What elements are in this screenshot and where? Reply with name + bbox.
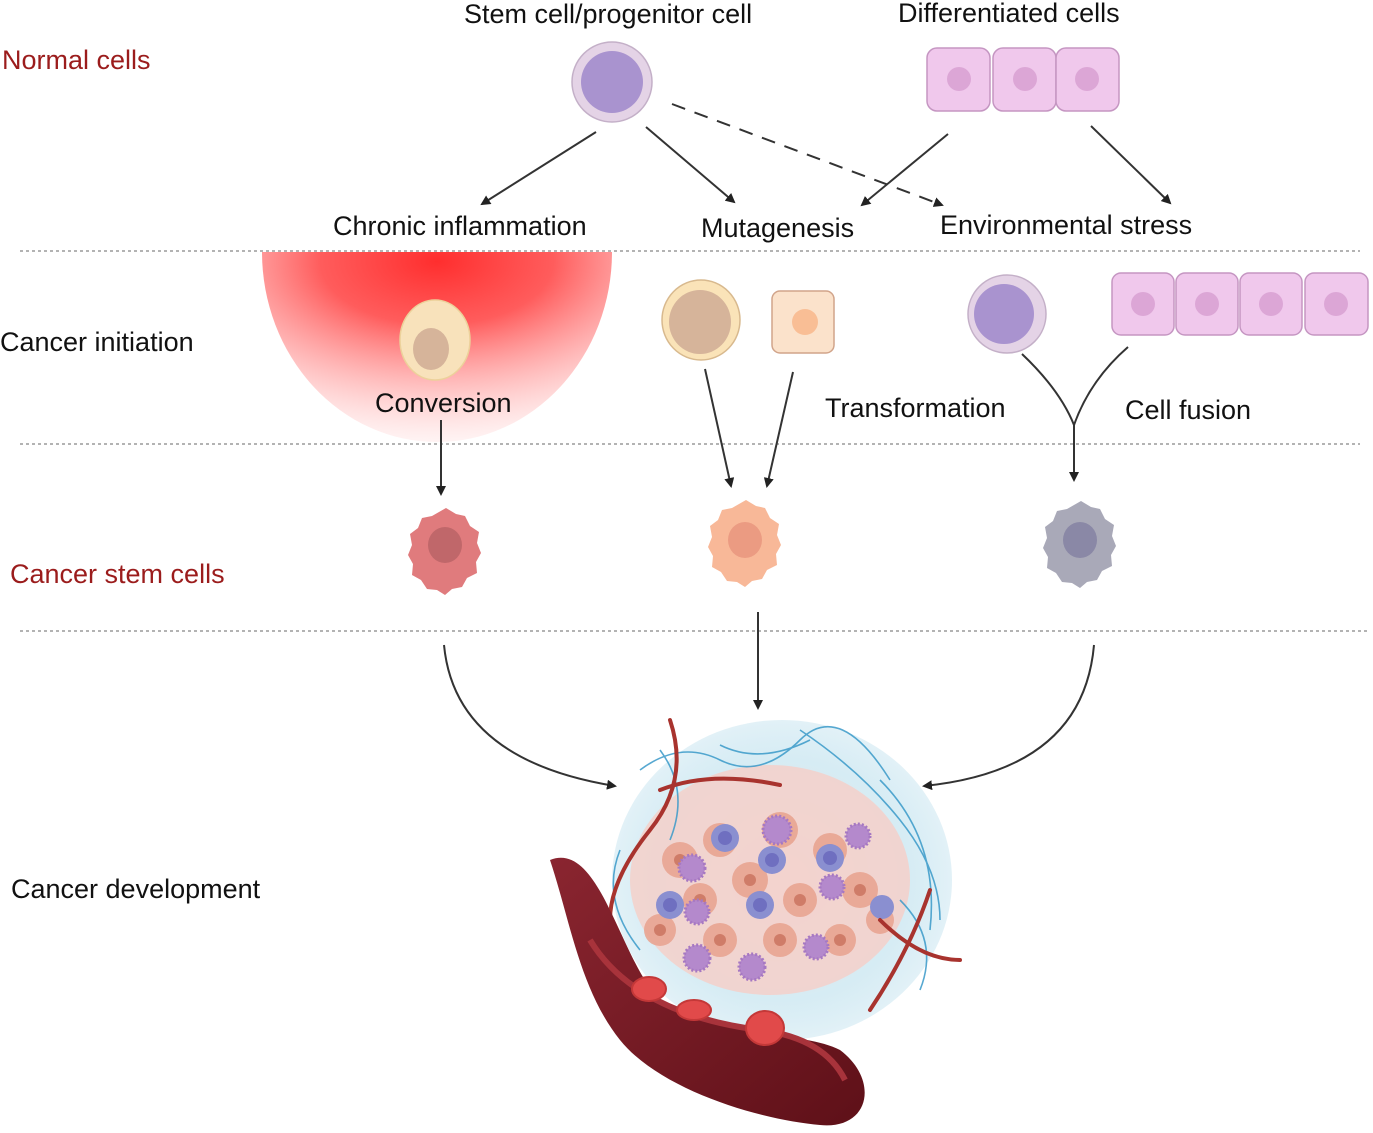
chronic-inflammation-label: Chronic inflammation [333,211,587,241]
middle-arrows [436,346,1129,496]
csc-gray-icon [1043,501,1116,588]
arrow-red-csc-to-tumor [443,644,617,790]
top-arrows [480,103,1172,207]
transformation-label: Transformation [825,393,1006,423]
differentiated-cells-icon [926,47,1120,112]
csc-red-icon [408,508,481,595]
arrow-transform-left-to-csc [704,368,735,488]
bottom-arrows [443,612,1095,791]
stage-label-cancer-initiation: Cancer initiation [0,327,194,357]
arrow-diff-to-environmental-stress [1090,125,1172,205]
stage-label-cancer-development: Cancer development [11,874,261,904]
stage-separators [20,250,1370,632]
stage-label-cancer-stem-cells: Cancer stem cells [10,559,225,589]
stage-label-normal-cells: Normal cells [2,45,151,75]
arrow-transform-right-to-csc [763,371,794,488]
arrow-diff-to-mutagenesis [860,133,949,207]
conversion-label: Conversion [375,388,512,418]
environmental-stress-label: Environmental stress [940,210,1193,240]
transformation-cells-icon [661,279,835,361]
blood-vessels-branch [608,718,962,1012]
conversion-cell-icon [399,299,471,381]
stem-cell-icon [571,41,653,123]
stem-cell-label: Stem cell/progenitor cell [464,0,753,29]
stroma-fibers [612,725,941,991]
dendritic-cells [677,814,872,982]
arrow-stem-to-mutagenesis [645,126,736,204]
fusion-arc-left [1021,353,1075,426]
immune-cells-blue [656,824,894,919]
fusion-arc-right [1073,346,1129,426]
csc-peach-icon [708,500,781,587]
blood-vessel-icon [550,857,865,1126]
cell-fusion-label: Cell fusion [1125,395,1252,425]
red-blood-cells [631,976,785,1046]
fusion-cells-icon [967,272,1369,354]
mutagenesis-label: Mutagenesis [701,213,855,243]
arrow-gray-csc-to-tumor [922,644,1095,791]
tumor-microenvironment-icon [608,718,962,1040]
arrow-stem-to-environmental-stress [671,103,944,207]
arrow-stem-to-inflammation [480,131,597,206]
differentiated-cells-label: Differentiated cells [898,0,1120,28]
